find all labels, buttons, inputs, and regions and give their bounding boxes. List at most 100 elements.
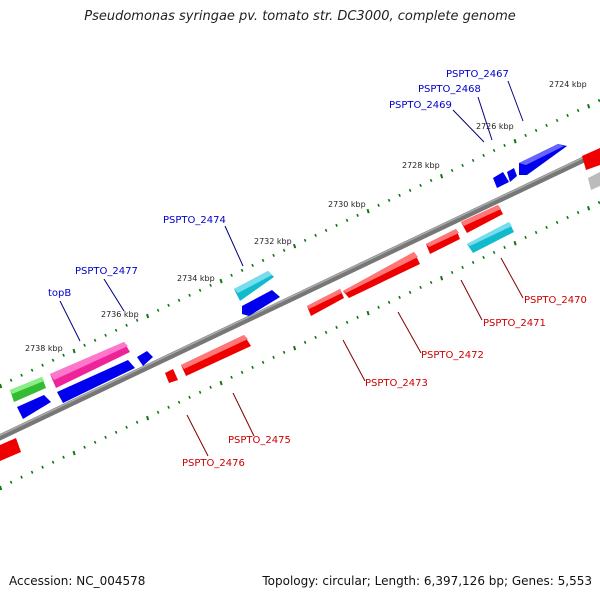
minor-tick [377, 305, 380, 309]
minor-tick [555, 118, 559, 123]
gene-toppb[interactable] [57, 360, 135, 403]
minor-tick [314, 233, 317, 237]
major-tick [513, 240, 517, 246]
major-tick [366, 310, 370, 316]
minor-tick [429, 280, 433, 285]
minor-tick [261, 258, 265, 262]
gene-red-right[interactable] [582, 148, 600, 170]
gene-pspto-2470b[interactable] [467, 222, 514, 253]
major-tick [0, 383, 3, 389]
gene-label: PSPTO_2473 [365, 378, 428, 389]
minor-tick [324, 228, 328, 232]
gene-grey-right[interactable] [588, 172, 600, 190]
major-tick [72, 348, 76, 354]
backbone-highlight [0, 148, 600, 437]
minor-tick [198, 288, 202, 292]
minor-tick [398, 295, 401, 299]
minor-tick [209, 283, 212, 287]
gene-green[interactable] [10, 377, 46, 402]
gene-pspto-2468[interactable] [507, 168, 517, 182]
gene-pspto-2471[interactable] [426, 229, 460, 254]
major-tick [587, 205, 591, 211]
minor-tick [524, 133, 527, 138]
minor-tick [62, 455, 65, 459]
gene-pspto-2474[interactable] [234, 271, 274, 301]
minor-tick [135, 318, 139, 322]
major-tick [146, 415, 150, 421]
gene-pspto-2470[interactable] [461, 205, 503, 233]
minor-tick [230, 375, 233, 379]
gene-pspto-2477[interactable] [50, 342, 130, 388]
kbp-label: 2728 kbp [402, 161, 440, 170]
minor-tick [272, 253, 275, 257]
gene-blue-small[interactable] [137, 351, 153, 366]
minor-tick [408, 290, 412, 295]
minor-tick [104, 333, 107, 337]
minor-tick [104, 435, 107, 439]
minor-tick [398, 193, 401, 197]
leader-line [452, 109, 485, 143]
minor-tick [177, 400, 181, 404]
minor-tick [482, 255, 485, 260]
minor-tick [167, 405, 170, 409]
gene-label: PSPTO_2468 [418, 84, 481, 95]
minor-tick [419, 183, 422, 188]
tick-row-inner [0, 200, 600, 491]
minor-tick [20, 475, 23, 479]
minor-tick [125, 425, 128, 429]
major-tick [219, 380, 223, 386]
minor-tick [576, 108, 580, 113]
minor-tick [503, 245, 506, 250]
minor-tick [240, 268, 244, 272]
minor-tick [198, 390, 202, 394]
gene-pspto-2475[interactable] [181, 335, 251, 376]
major-tick [146, 313, 150, 319]
gene-label: PSPTO_2475 [228, 435, 291, 446]
gene-label: PSPTO_2474 [163, 215, 226, 226]
minor-tick [51, 358, 55, 362]
minor-tick [576, 210, 580, 215]
minor-tick [41, 465, 44, 469]
gene-red-left[interactable] [0, 438, 21, 461]
minor-tick [272, 355, 275, 359]
minor-tick [167, 303, 170, 307]
minor-tick [356, 213, 359, 217]
kbp-label: 2732 kbp [254, 237, 292, 246]
minor-tick [135, 420, 139, 424]
minor-tick [387, 300, 391, 304]
minor-tick [125, 323, 128, 327]
accession-text: Accession: NC_004578 [9, 574, 146, 588]
gene-blue-2734[interactable] [242, 290, 280, 316]
leader-line [103, 278, 125, 312]
gene-pspto-2473[interactable] [307, 289, 344, 316]
minor-tick [555, 220, 559, 225]
gene-pspto-2476[interactable] [165, 369, 178, 383]
gene-pspto-2467[interactable] [519, 144, 567, 175]
minor-tick [209, 385, 212, 389]
major-tick [587, 103, 591, 109]
tick-row-outer [0, 98, 600, 389]
kbp-label: 2738 kbp [25, 344, 63, 353]
major-tick [219, 278, 223, 284]
minor-tick [303, 238, 307, 242]
leader-line [460, 279, 483, 321]
genome-backbone [0, 148, 600, 441]
major-tick [440, 173, 444, 179]
gene-label: PSPTO_2477 [75, 266, 138, 277]
minor-tick [545, 225, 548, 230]
minor-tick [345, 320, 349, 324]
minor-tick [177, 298, 181, 302]
minor-tick [492, 250, 496, 255]
minor-tick [429, 178, 433, 183]
minor-tick [93, 338, 97, 342]
leader-line [500, 257, 524, 299]
gene-pspto-2472[interactable] [343, 252, 420, 298]
minor-tick [545, 123, 548, 128]
gene-pspto-2469[interactable] [493, 172, 509, 188]
gene-blue-left[interactable] [17, 395, 51, 419]
minor-tick [335, 223, 338, 227]
leader-line [186, 414, 209, 457]
minor-tick [503, 143, 506, 148]
gene-label: PSPTO_2469 [389, 100, 452, 111]
